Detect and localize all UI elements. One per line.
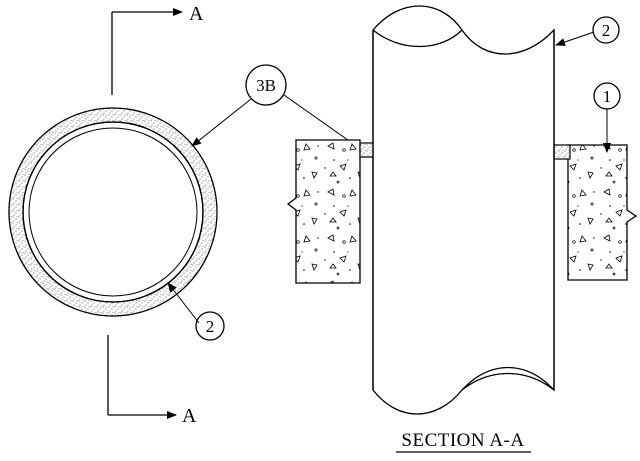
callout-bubble-pipe-plan (195, 311, 225, 341)
plan-view: A A 2 (8, 3, 225, 427)
callout-leader-pipe-plan (167, 282, 200, 324)
callout-label-pipe-section: 2 (602, 21, 611, 40)
callout-sealant: 3B (191, 64, 363, 151)
callout-label-concrete: 1 (603, 87, 612, 106)
section-label-bottom: A (182, 405, 197, 427)
concrete-slab-right (567, 144, 638, 281)
callout-label-pipe-plan: 2 (206, 317, 215, 336)
pipe-outer-wall (22, 121, 204, 303)
callout-bubble-sealant (245, 64, 287, 106)
sealant-plug-left (359, 142, 375, 158)
section-title: SECTION A-A (401, 430, 524, 451)
pipe-inner-wall (28, 127, 198, 297)
pipe-break-top (372, 29, 463, 48)
pipe-break-bottom (461, 372, 555, 391)
section-view: 2 1 SECTION A-A (286, 5, 638, 453)
concrete-slab-left (286, 139, 361, 284)
sealant-ring (8, 107, 218, 317)
callout-bubble-pipe-section (592, 16, 620, 44)
callout-label-sealant: 3B (256, 76, 276, 95)
pipe-section-body (372, 5, 555, 415)
section-label-top: A (189, 3, 204, 25)
callout-leader-pipe-section (555, 31, 595, 46)
sealant-plug-right (553, 144, 571, 160)
callout-leader-sealant-plan (191, 98, 252, 147)
